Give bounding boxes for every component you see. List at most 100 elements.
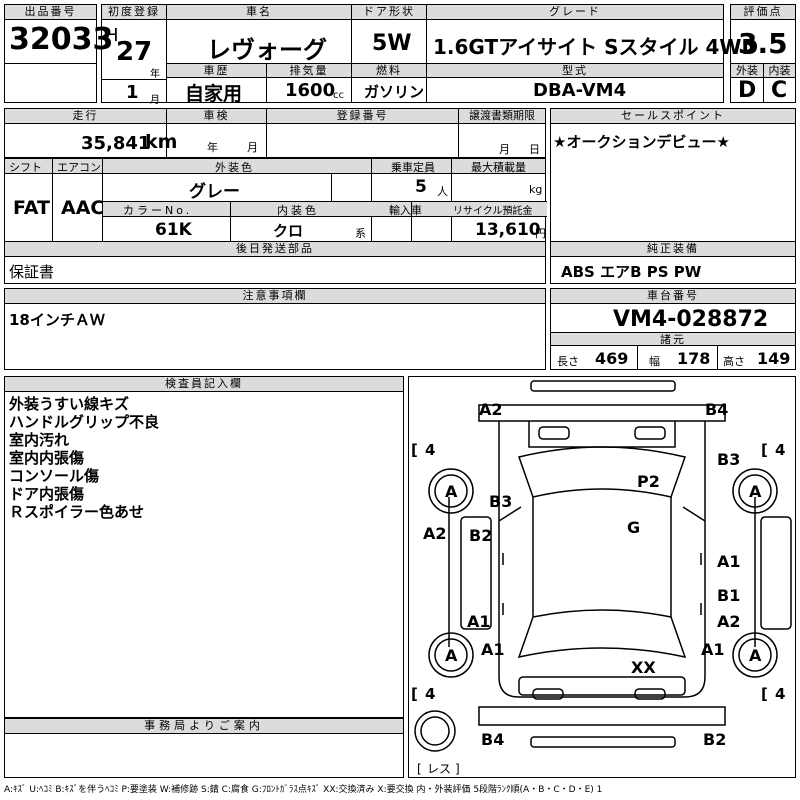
displacement-value: 1600	[285, 80, 336, 101]
chassis-value: VM4-028872	[613, 307, 769, 332]
office-box: 事務局よりご案内	[4, 718, 404, 778]
mark-right-door-rear-a: A2	[717, 612, 741, 631]
mark-roof: G	[627, 518, 640, 537]
recycle-value: 13,610	[475, 220, 541, 240]
width-value: 178	[677, 349, 711, 368]
color-no-value: 61K	[155, 220, 192, 240]
lot-number-value: 32033	[9, 22, 114, 57]
tread-fl: 4	[425, 441, 435, 459]
series-unit: 系	[355, 227, 366, 240]
car-name-label: 車名	[167, 5, 351, 20]
length-value: 469	[595, 349, 629, 368]
inspector-note-line: ドア内張傷	[9, 485, 85, 503]
svg-text:[: [	[761, 441, 768, 459]
inspector-note-line: ハンドルグリップ不良	[9, 413, 160, 431]
later-parts-box: 後日発送部品 保証書	[4, 241, 546, 284]
mark-tire-rl: A	[445, 646, 458, 665]
max-load-label: 最大積載量	[471, 161, 526, 174]
reg-month-value: 1	[126, 82, 139, 103]
persons-unit: 人	[437, 185, 448, 198]
mark-hood: P2	[637, 472, 660, 491]
inspector-box: 検査員記入欄 外装うすい線キズハンドルグリップ不良室内汚れ室内内張傷コンソール傷…	[4, 376, 404, 718]
model-type-box: 型式 DBA-VM4	[426, 63, 724, 103]
reg-no-label: 登録番号	[267, 109, 458, 124]
spare-bracket-close: ]	[455, 762, 460, 776]
chassis-label: 車台番号	[551, 289, 795, 304]
mark-left-door-front: A2	[423, 524, 447, 543]
tread-rl: 4	[425, 685, 435, 703]
spare-value: レス	[427, 762, 451, 776]
inspection-label: 車検	[167, 109, 266, 124]
model-type-value: DBA-VM4	[533, 80, 627, 101]
history-label: 車歴	[167, 64, 266, 78]
score-box: 評価点 3.5	[730, 4, 796, 64]
mark-tire-fl: A	[445, 482, 458, 501]
svg-text:[: [	[761, 685, 768, 703]
exterior-box: 外装 D	[730, 63, 764, 103]
width-label: 幅	[649, 355, 660, 368]
length-label: 長さ	[557, 355, 579, 368]
svg-text:[: [	[411, 685, 418, 703]
notes-label: 注意事項欄	[5, 289, 545, 304]
mark-right-front-fender: B3	[717, 450, 740, 469]
later-parts-value: 保証書	[9, 263, 55, 281]
score-value: 3.5	[738, 27, 788, 60]
cc-unit: cc	[333, 90, 344, 101]
mark-front-right: B4	[705, 400, 728, 419]
transfer-month-unit: 月	[499, 143, 510, 156]
door-type-label: ドア形状	[352, 5, 426, 20]
model-type-label: 型式	[427, 64, 723, 78]
mark-rear-right: B2	[703, 730, 726, 749]
km-unit: km	[145, 131, 178, 153]
exterior-value: D	[738, 78, 757, 103]
exterior-label: 外装	[731, 64, 763, 78]
dimensions-label: 諸元	[551, 332, 795, 346]
reg-no-box: 登録番号	[266, 108, 459, 158]
transfer-day-unit: 日	[529, 143, 540, 156]
first-reg-box: 初度登録 H 27 年 1 月	[101, 4, 167, 106]
later-parts-label: 後日発送部品	[5, 242, 545, 257]
lot-number-label: 出品番号	[5, 5, 96, 20]
year-unit: 年	[150, 69, 160, 80]
inspector-note-line: コンソール傷	[9, 467, 100, 485]
inspector-note-line: Ｒスポイラー色あせ	[9, 503, 145, 521]
office-label: 事務局よりご案内	[5, 719, 403, 734]
recycle-label: リサイクル預託金	[453, 206, 533, 217]
notes-value: 18インチＡＷ	[9, 311, 105, 329]
svg-text:[: [	[411, 441, 418, 459]
inspector-label: 検査員記入欄	[5, 377, 403, 392]
fuel-box: 燃料 ガソリン	[351, 63, 427, 103]
month-unit: 月	[150, 95, 160, 106]
grade-value: 1.6GTアイサイト Sスタイル 4WD	[433, 35, 759, 59]
car-diagram: A2 B4 B3 B3 P2 G A2 B2 A1 B1 A2 A1 A1 A1…	[411, 380, 792, 776]
lot-number-box: 出品番号 32033	[4, 4, 113, 64]
history-box: 車歴 自家用	[166, 63, 267, 105]
history-value: 自家用	[185, 83, 243, 105]
shift-value: FAT	[13, 197, 50, 219]
displacement-box: 排気量 1600 cc	[266, 63, 352, 103]
sales-point-box: セールスポイント ★オークションデビュー★	[550, 108, 796, 242]
legend-text: A:ｷｽﾞ U:ﾍｺﾐ B:ｷｽﾞを伴うﾍｺﾐ P:要塗装 W:補修跡 S:錆 …	[4, 785, 603, 795]
spec-block: シフト エアコン 外装色 乗車定員 最大積載量 FAT AAC グレー 5 人 …	[4, 158, 547, 243]
spare-label: [	[417, 762, 422, 776]
transfer-box: 譲渡書類期限 月 日	[458, 108, 546, 158]
interior-value: C	[771, 78, 788, 103]
tread-fr: 4	[775, 441, 785, 459]
reg-year-value: 27	[116, 37, 153, 67]
car-name-box: 車名 レヴォーグ	[166, 4, 352, 64]
mileage-value: 35,841	[81, 133, 151, 154]
height-value: 149	[757, 349, 791, 368]
mark-left-rear-a: A1	[467, 612, 491, 631]
door-type-box: ドア形状 5W	[351, 4, 427, 64]
ext-color-value: グレー	[189, 182, 240, 202]
inspection-month-unit: 月	[247, 141, 258, 154]
fuel-value: ガソリン	[364, 83, 425, 101]
chassis-box: 車台番号 VM4-028872 諸元 長さ 469 幅 178 高さ 149	[550, 288, 796, 370]
yen-unit: 円	[535, 227, 546, 240]
tread-rr: 4	[775, 685, 785, 703]
lot-number-lower-box	[4, 63, 97, 103]
mark-right-door-rear-b: B1	[717, 586, 740, 605]
sales-point-label: セールスポイント	[551, 109, 795, 124]
genuine-equip-value: ABS エアB PS PW	[561, 263, 702, 281]
